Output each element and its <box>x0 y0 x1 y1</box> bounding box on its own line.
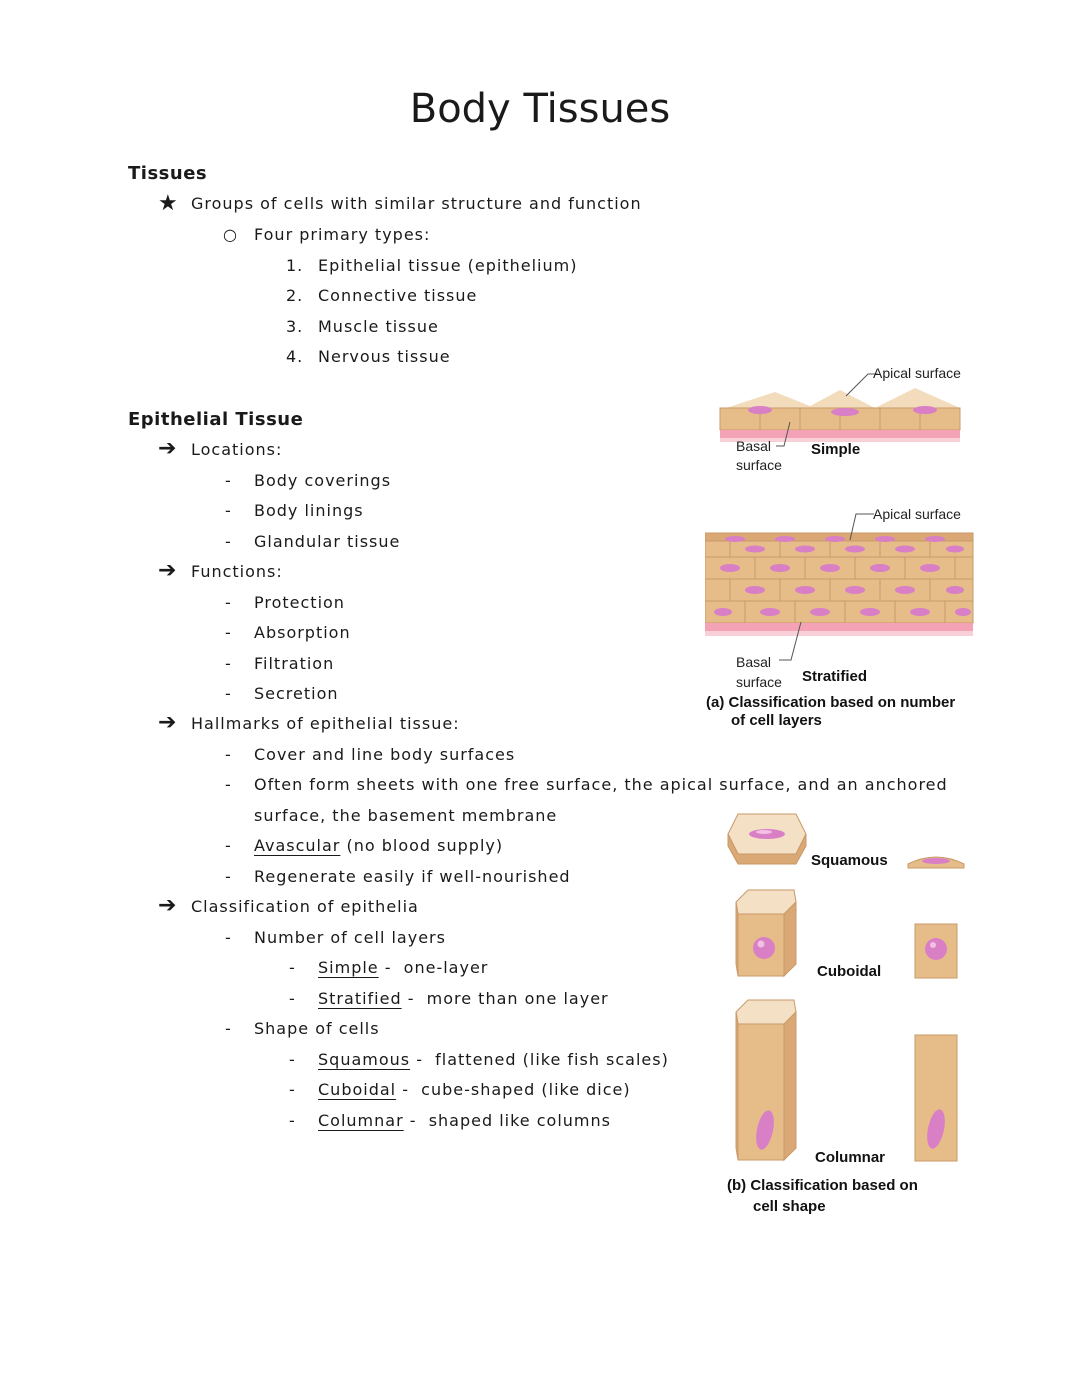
dash-bullet: - <box>225 684 232 703</box>
basal-label: Basal <box>736 654 772 670</box>
dash-bullet: - <box>225 836 232 855</box>
dash-bullet: - <box>225 745 232 764</box>
dash-bullet: - <box>225 1019 232 1038</box>
list-item: Protection <box>254 593 345 612</box>
dash-bullet: - <box>225 471 232 490</box>
cuboidal-cell-section-illustration <box>914 923 958 979</box>
term-definition: shaped like columns <box>428 1111 611 1130</box>
list-number: 4. <box>286 347 304 366</box>
squamous-label: Squamous <box>811 852 888 869</box>
arrow-right-icon: ➔ <box>158 710 177 735</box>
term-columnar: Columnar <box>318 1111 404 1130</box>
star-icon: ★ <box>158 191 178 216</box>
squamous-cell-section-illustration <box>907 856 965 869</box>
dash-bullet: - <box>225 867 232 886</box>
cuboidal-label: Cuboidal <box>817 963 882 980</box>
apical-surface-label: Apical surface <box>873 506 961 522</box>
squamous-cell-3d-illustration <box>727 813 807 865</box>
columnar-label: Columnar <box>815 1149 886 1166</box>
apical-surface-label: Apical surface <box>873 365 961 381</box>
page-title: Body Tissues <box>409 86 671 132</box>
list-item: Often form sheets with one free surface,… <box>254 775 948 794</box>
term-simple: Simple <box>318 958 379 977</box>
figure-caption-b-line1: (b) Classification based on <box>727 1177 918 1194</box>
list-item: Filtration <box>254 654 335 673</box>
leader-line <box>845 373 878 397</box>
term-definition: (no blood supply) <box>346 836 504 855</box>
list-item: Muscle tissue <box>318 317 439 336</box>
simple-epithelium-illustration <box>719 388 961 442</box>
simple-label: Simple <box>811 441 861 458</box>
columnar-cell-3d-illustration <box>735 999 797 1162</box>
leader-line <box>779 621 802 661</box>
dash-bullet: - <box>289 1050 296 1069</box>
cuboidal-cell-3d-illustration <box>735 889 797 978</box>
list-item: Regenerate easily if well-nourished <box>254 867 571 886</box>
stratified-label: Stratified <box>802 668 868 685</box>
stratified-epithelium-illustration <box>705 532 974 636</box>
arrow-right-icon: ➔ <box>158 558 177 583</box>
dash-bullet: - <box>225 532 232 551</box>
term-avascular: Avascular <box>254 836 341 855</box>
list-item: Columnar - shaped like columns <box>318 1111 611 1130</box>
section-heading-tissues: Tissues <box>128 163 208 184</box>
arrow-right-icon: ➔ <box>158 436 177 461</box>
list-item: Absorption <box>254 623 351 642</box>
tissues-definition: Groups of cells with similar structure a… <box>191 194 642 213</box>
circle-bullet-icon: ○ <box>223 225 238 244</box>
list-item: Body linings <box>254 501 364 520</box>
figure-caption-b-line2: cell shape <box>753 1198 826 1215</box>
locations-label: Locations: <box>191 440 283 459</box>
dash-bullet: - <box>225 623 232 642</box>
list-item: Secretion <box>254 684 339 703</box>
dash-bullet: - <box>225 654 232 673</box>
arrow-right-icon: ➔ <box>158 893 177 918</box>
dash-bullet: - <box>289 958 296 977</box>
term-definition: cube-shaped (like dice) <box>421 1080 631 1099</box>
surface-label: surface <box>736 457 782 473</box>
list-item: Squamous - flattened (like fish scales) <box>318 1050 669 1069</box>
list-item: Connective tissue <box>318 286 478 305</box>
list-number: 3. <box>286 317 304 336</box>
list-item: Cover and line body surfaces <box>254 745 516 764</box>
figure-caption-a-line2: of cell layers <box>731 712 822 729</box>
list-item: Number of cell layers <box>254 928 446 947</box>
figure-caption-a-line1: (a) Classification based on number <box>706 694 956 711</box>
list-item: Body coverings <box>254 471 392 490</box>
dash-bullet: - <box>289 1080 296 1099</box>
leader-line <box>849 513 874 541</box>
list-item: Epithelial tissue (epithelium) <box>318 256 578 275</box>
dash-bullet: - <box>289 1111 296 1130</box>
list-number: 2. <box>286 286 304 305</box>
term-definition: flattened (like fish scales) <box>435 1050 669 1069</box>
term-definition: one-layer <box>403 958 489 977</box>
dash-bullet: - <box>289 989 296 1008</box>
term-definition: more than one layer <box>426 989 609 1008</box>
list-item: Simple - one-layer <box>318 958 489 977</box>
list-item: Shape of cells <box>254 1019 380 1038</box>
list-number: 1. <box>286 256 304 275</box>
basal-label: Basal <box>736 438 772 454</box>
hallmarks-label: Hallmarks of epithelial tissue: <box>191 714 460 733</box>
dash-bullet: - <box>225 775 232 794</box>
dash-bullet: - <box>225 501 232 520</box>
term-cuboidal: Cuboidal <box>318 1080 397 1099</box>
dash-bullet: - <box>225 928 232 947</box>
list-item: Glandular tissue <box>254 532 401 551</box>
functions-label: Functions: <box>191 562 283 581</box>
list-item: Cuboidal - cube-shaped (like dice) <box>318 1080 631 1099</box>
list-item: Nervous tissue <box>318 347 451 366</box>
list-item: Avascular (no blood supply) <box>254 836 503 855</box>
columnar-cell-section-illustration <box>914 1034 958 1162</box>
list-item: Stratified - more than one layer <box>318 989 609 1008</box>
primary-types-label: Four primary types: <box>254 225 431 244</box>
classification-label: Classification of epithelia <box>191 897 419 916</box>
leader-line <box>776 421 791 447</box>
list-item-continuation: surface, the basement membrane <box>254 806 558 825</box>
term-stratified: Stratified <box>318 989 402 1008</box>
surface-label: surface <box>736 674 782 690</box>
section-heading-epithelial: Epithelial Tissue <box>128 409 304 430</box>
term-squamous: Squamous <box>318 1050 411 1069</box>
dash-bullet: - <box>225 593 232 612</box>
